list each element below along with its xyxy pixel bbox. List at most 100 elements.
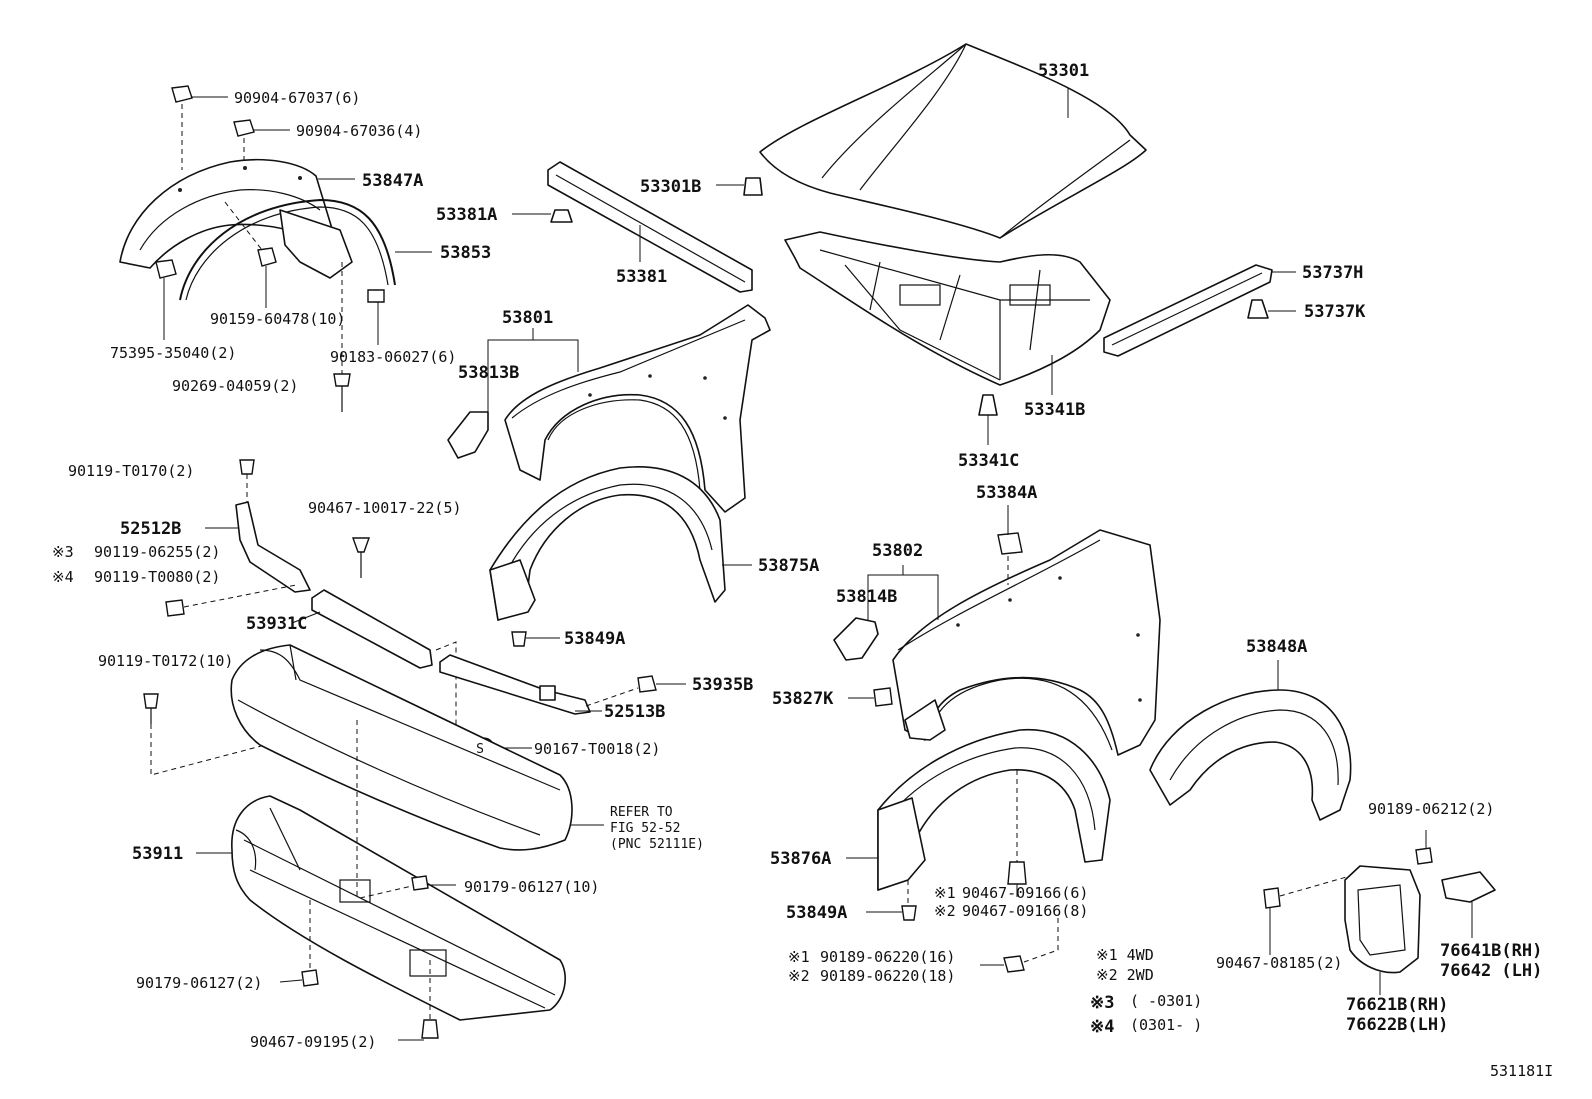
bolt-90119-T0172 (143, 693, 361, 776)
label-53801: 53801 (502, 308, 553, 328)
legend-range-4: (0301- ) (1130, 1016, 1202, 1034)
clip-90189-06212 (1415, 830, 1433, 865)
clip-53935B (585, 675, 686, 707)
mud-guard-76621B (1344, 865, 1421, 995)
label-53848A: 53848A (1246, 637, 1307, 657)
mark-1b: ※1 (788, 948, 810, 966)
label-76641B: 76641B(RH) (1440, 941, 1542, 961)
clip-53737K (1247, 299, 1296, 319)
bumper-bar-53931C (291, 589, 457, 742)
clip-90467-08185 (1263, 875, 1351, 955)
label-53301B: 53301B (640, 177, 701, 197)
refer-line-2: FIG 52-52 (610, 821, 680, 836)
bolt-90467-10017 (352, 537, 370, 578)
label-53381A: 53381A (436, 205, 497, 225)
cushion-53827K (848, 687, 893, 707)
clip-53384A (997, 505, 1023, 585)
hood-inner-panel (784, 231, 1111, 386)
fender-liner-53875A (489, 466, 752, 621)
s-symbol-text: S (476, 742, 484, 757)
wheel-flare-53847A (119, 158, 355, 269)
label-53847A: 53847A (362, 171, 423, 191)
refer-line-3: (PNC 52111E) (610, 837, 704, 852)
hood-cushion (716, 177, 763, 196)
label-53827K: 53827K (772, 689, 834, 709)
hood-seal-53381 (547, 161, 753, 293)
mark-4: ※4 (52, 568, 74, 586)
mark-3: ※3 (52, 543, 74, 561)
bumper-bar-52513B (439, 654, 602, 715)
fastener-90904-67036 (233, 119, 290, 164)
label-53341B: 53341B (1024, 400, 1085, 420)
mark-2a: ※2 (934, 902, 956, 920)
fastener-90904-67037 (171, 85, 228, 170)
legend-4wd: ※1 4WD (1096, 946, 1154, 964)
front-fender-53802 (892, 529, 1161, 756)
label-53876A: 53876A (770, 849, 831, 869)
label-53853: 53853 (440, 243, 491, 263)
bolt-90119-T0080 (165, 584, 297, 617)
label-53301: 53301 (1038, 61, 1089, 81)
nut-90179-06127-b (279, 900, 319, 987)
seal-53737H (1103, 264, 1296, 357)
label-76622B: 76622B(LH) (1346, 1015, 1448, 1035)
bolt-90269-04059 (333, 262, 351, 412)
label-53341C: 53341C (958, 451, 1019, 471)
label-76621B: 76621B(RH) (1346, 995, 1448, 1015)
bracket-76641B (1441, 871, 1496, 938)
figure-id: 531181I (1490, 1062, 1553, 1080)
screw-90189-06220 (980, 915, 1059, 973)
label-76642: 76642 (LH) (1440, 961, 1542, 981)
mark-2b: ※2 (788, 967, 810, 985)
hood-panel (759, 43, 1147, 239)
clip-53849A-bottom (866, 880, 917, 921)
bracket-53814B (833, 617, 879, 661)
label-90189-06212: 90189-06212(2) (1368, 800, 1494, 818)
label-90904-67036: 90904-67036(4) (296, 122, 422, 140)
legend-2wd: ※2 2WD (1096, 966, 1154, 984)
fender-liner-53876A (846, 728, 1111, 891)
bracket-53813B (447, 346, 489, 459)
label-90189-06220-1: 90189-06220(16) (820, 948, 955, 966)
label-53849A-top: 53849A (564, 629, 625, 649)
wheel-flare-53848A (1149, 660, 1352, 821)
label-53849A-bottom: 53849A (786, 903, 847, 923)
label-90269-04059: 90269-04059(2) (172, 377, 298, 395)
nut-90179-06127-a (359, 875, 456, 899)
label-90119-T0080: 90119-T0080(2) (94, 568, 220, 586)
label-52512B: 52512B (120, 519, 181, 539)
label-53737H: 53737H (1302, 263, 1363, 283)
clip-53381A (512, 209, 573, 223)
label-53384A: 53384A (976, 483, 1037, 503)
label-90119-T0172: 90119-T0172(10) (98, 652, 233, 670)
label-53381: 53381 (616, 267, 667, 287)
clip-53341C (978, 394, 998, 445)
fastener-75395-35040 (155, 259, 177, 340)
label-90467-08185: 90467-08185(2) (1216, 954, 1342, 972)
labels: 53301 53301B 53381A 53381 53737H 53737K … (52, 61, 1553, 1080)
label-53911: 53911 (132, 844, 183, 864)
label-53875A: 53875A (758, 556, 819, 576)
label-90159-60478: 90159-60478(10) (210, 310, 345, 328)
clip-53849A-top (511, 631, 560, 647)
label-90119-06255: 90119-06255(2) (94, 543, 220, 561)
label-90183-06027: 90183-06027(6) (330, 348, 456, 366)
label-90189-06220-2: 90189-06220(18) (820, 967, 955, 985)
legend-mark-4: ※4 (1090, 1017, 1114, 1037)
label-52513B: 52513B (604, 702, 665, 722)
label-53814B: 53814B (836, 587, 897, 607)
bumper-arm-52512B (205, 501, 311, 593)
label-90467-09166-1: 90467-09166(6) (962, 884, 1088, 902)
label-53931C: 53931C (246, 614, 307, 634)
label-90467-09195: 90467-09195(2) (250, 1033, 376, 1051)
label-90167-T0018: 90167-T0018(2) (534, 740, 660, 758)
bolt-90467-09195 (398, 960, 439, 1041)
label-53935B: 53935B (692, 675, 753, 695)
refer-line-1: REFER TO (610, 805, 673, 820)
label-53802: 53802 (872, 541, 923, 561)
label-90179-06127-a: 90179-06127(10) (464, 878, 599, 896)
mark-1a: ※1 (934, 884, 956, 902)
clip-90183-06027 (367, 289, 385, 345)
label-53813B: 53813B (458, 363, 519, 383)
